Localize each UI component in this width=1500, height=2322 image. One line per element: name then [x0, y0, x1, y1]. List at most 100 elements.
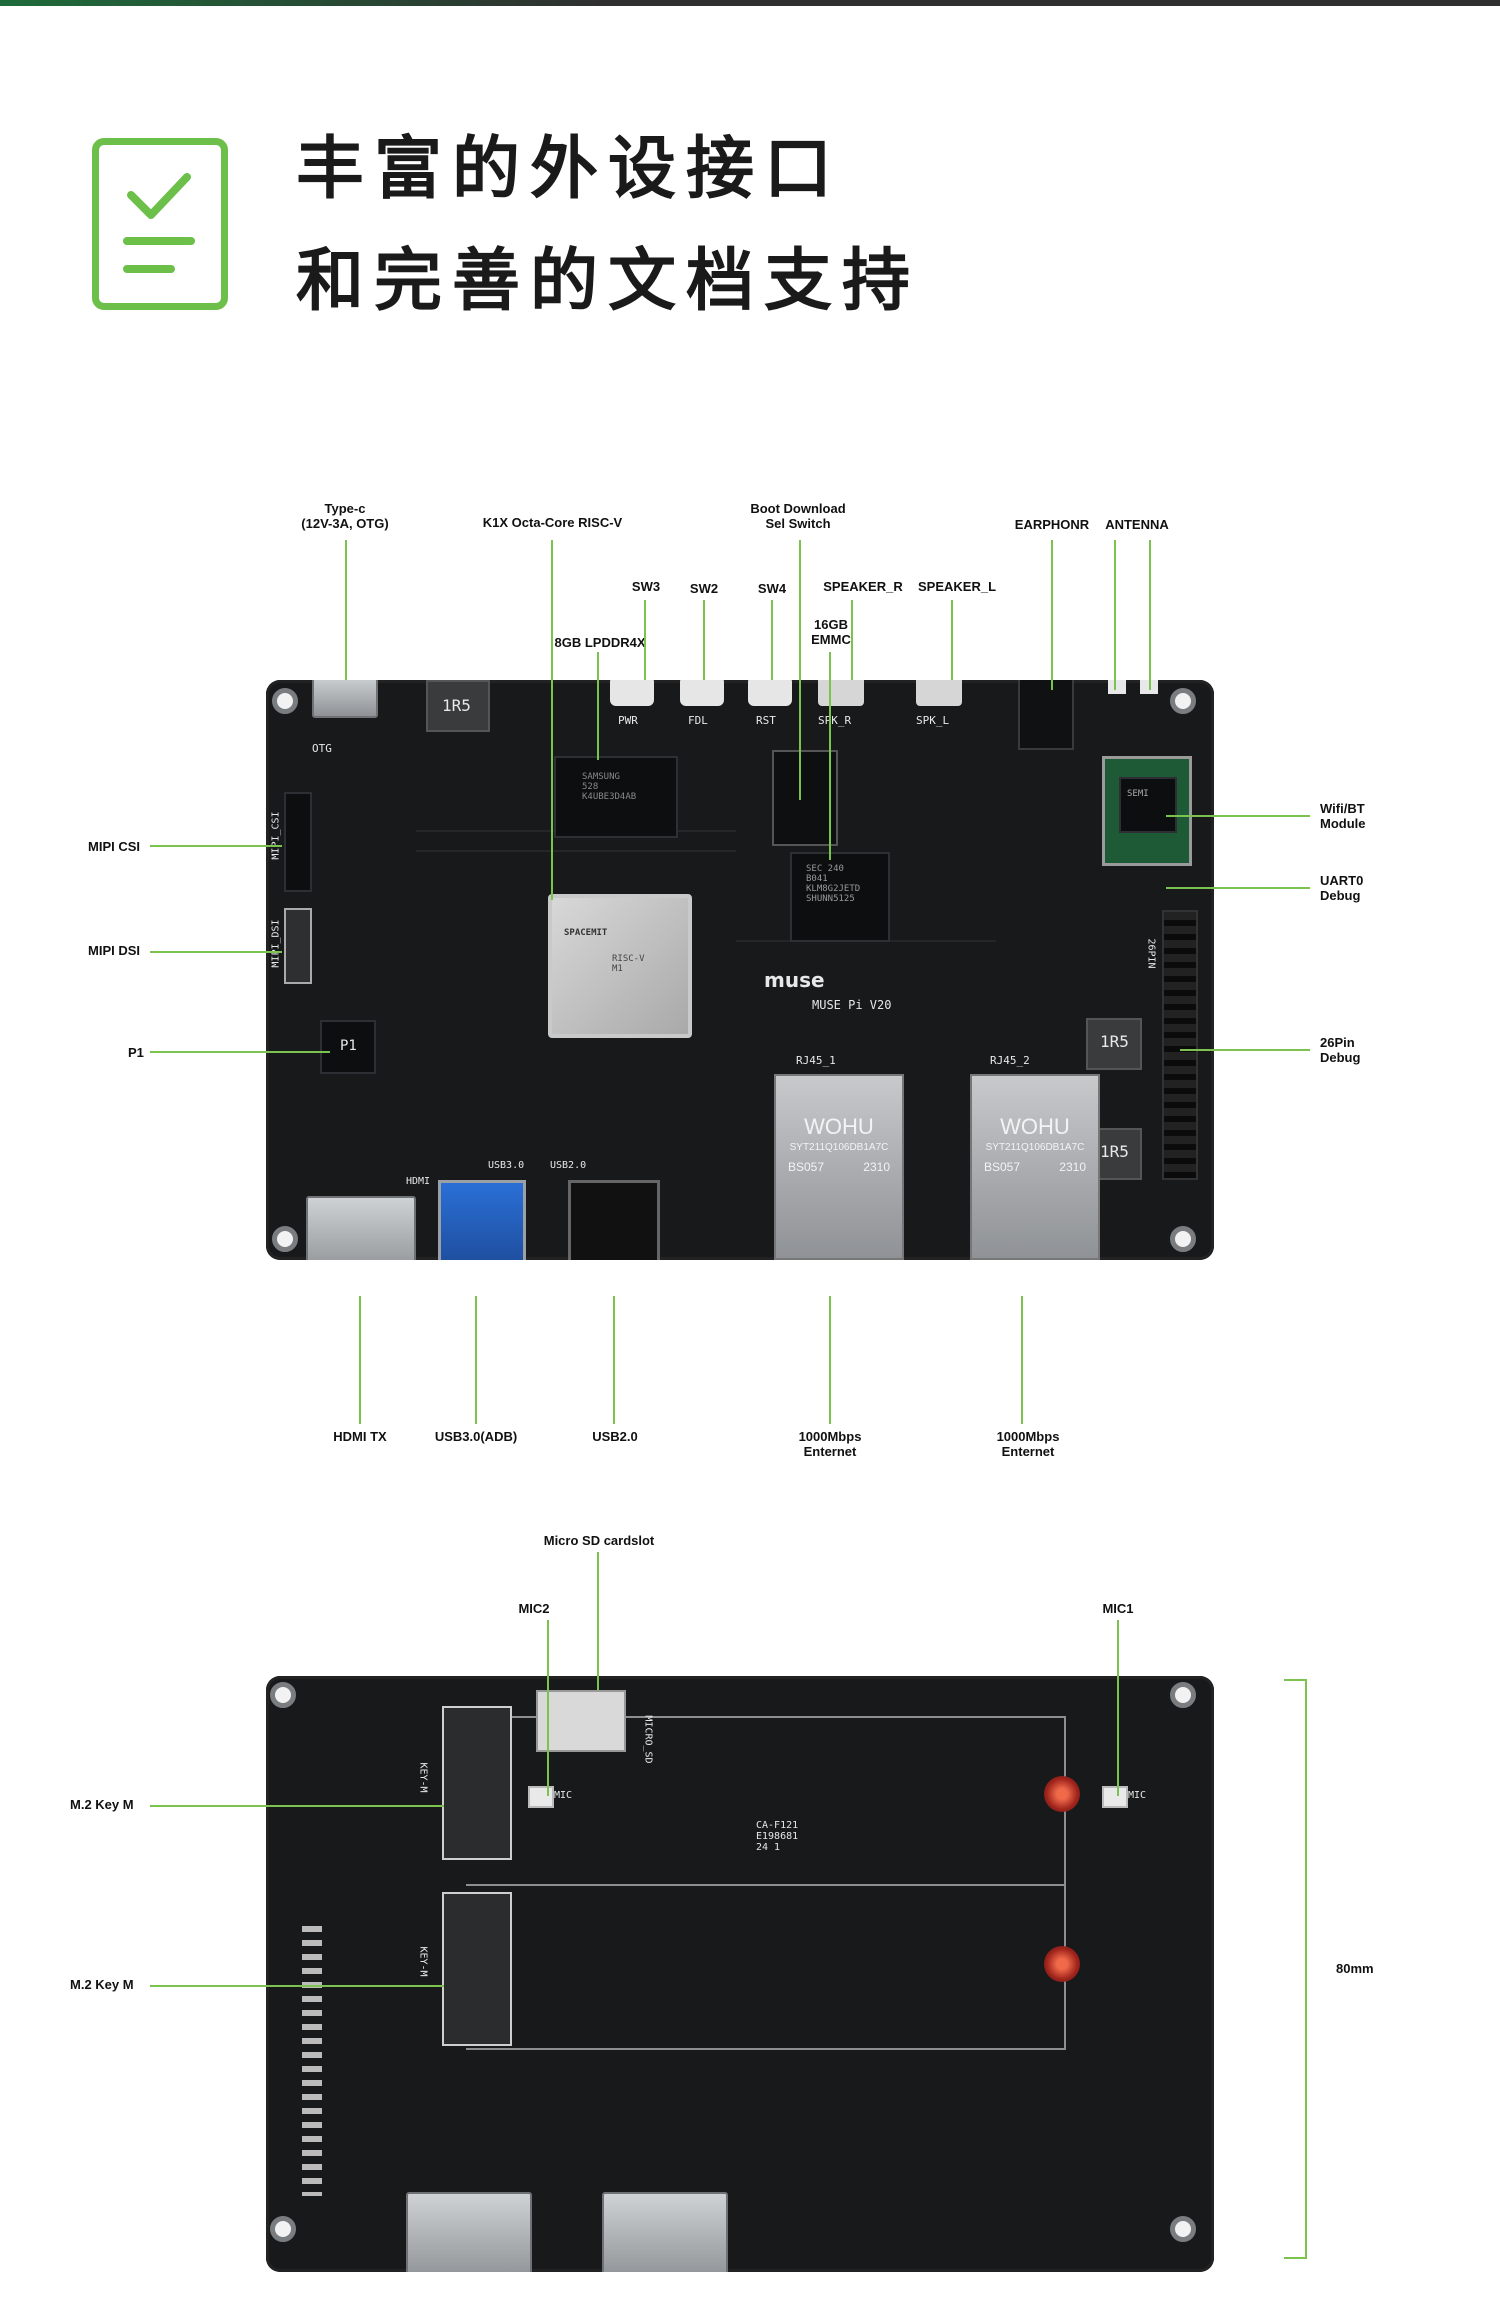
label-speaker-r: SPEAKER_R	[823, 579, 903, 594]
silk-model: MUSE Pi V20	[812, 998, 892, 1012]
mipi-dsi-connector	[284, 908, 312, 984]
label-earphone: EARPHONR	[1014, 517, 1090, 532]
sw2-button	[680, 680, 724, 706]
mounting-hole	[270, 1682, 296, 1708]
rj45-part: SYT211Q106DB1A7C	[789, 1142, 889, 1153]
silk-otg: OTG	[312, 742, 332, 755]
k1x-soc-chip: SPACEMIT RISC-V M1	[548, 894, 692, 1038]
hdmi-port	[306, 1196, 416, 1260]
label-mipi-csi: MIPI CSI	[88, 839, 141, 854]
mounting-hole	[1170, 1682, 1196, 1708]
silk-inductor: 1R5	[1100, 1142, 1129, 1161]
silk-usb3: USB3.0	[488, 1160, 525, 1171]
mic1-pad	[1102, 1786, 1128, 1808]
header-title-line2: 和完善的文档支持	[296, 242, 921, 321]
label-boot-switch: Boot Download Sel Switch	[750, 501, 846, 531]
label-p1: P1	[128, 1045, 144, 1060]
silk-ddr: SAMSUNG 528 K4UBE3D4AB	[582, 772, 637, 802]
silk-inductor: 1R5	[1100, 1032, 1129, 1051]
silk-wifi: SEMI	[1127, 789, 1149, 799]
silk-mipi-dsi: MIPI_DSI	[270, 919, 282, 968]
outline-line	[466, 1716, 1066, 1718]
label-antenna: ANTENNA	[1105, 517, 1169, 532]
label-eth-2: 1000Mbps Enternet	[996, 1429, 1060, 1459]
label-hdmi: HDMI TX	[333, 1429, 387, 1444]
rj45-port-2: WOHU SYT211Q106DB1A7C BS057 2310	[970, 1074, 1100, 1260]
silk-usb2: USB2.0	[550, 1160, 587, 1171]
label-uart: UART0 Debug	[1320, 873, 1364, 903]
silk-spk-l: SPK_L	[916, 714, 950, 727]
inductor	[426, 680, 490, 732]
silk-chip-model: RISC-V M1	[612, 954, 645, 974]
mounting-hole	[272, 1226, 298, 1252]
label-sw3: SW3	[631, 579, 661, 594]
micro-sd-slot	[536, 1690, 626, 1752]
label-k1x: K1X Octa-Core RISC-V	[482, 515, 623, 530]
top-accent-bar	[0, 0, 1500, 6]
mipi-csi-connector	[284, 792, 312, 892]
26pin-header	[1162, 910, 1198, 1180]
label-emmc: 16GB EMMC	[811, 617, 851, 647]
rj45-brand: WOHU	[1000, 1114, 1070, 1139]
rj45-code: BS057	[788, 1160, 825, 1174]
header-title-line1: 丰富的外设接口	[296, 130, 843, 209]
outline-line	[466, 2048, 1066, 2050]
silk-fdl: FDL	[688, 714, 708, 727]
silk-inductor: 1R5	[442, 696, 471, 715]
checklist-icon	[92, 138, 228, 310]
pcb-trace	[416, 850, 736, 852]
pin-row	[302, 1926, 322, 2196]
label-wifi: Wifi/BT Module	[1320, 801, 1366, 831]
silk-keym: KEY-M	[417, 1762, 429, 1793]
outline-line	[466, 1884, 1066, 1886]
silk-spk-r: SPK_R	[818, 714, 852, 727]
lpddr4x-chip: SAMSUNG 528 K4UBE3D4AB	[554, 756, 678, 838]
m2-slot-2	[442, 1892, 512, 2046]
wifi-bt-module: SEMI	[1102, 756, 1192, 866]
silk-label-block: CA-F121 E198681 24 1	[756, 1820, 799, 1853]
silk-rj45-1: RJ45_1	[796, 1054, 836, 1067]
label-lpddr: 8GB LPDDR4X	[554, 635, 646, 650]
emmc-chip: SEC 240 B041 KLM8G2JETD SHUNN5125	[790, 852, 890, 942]
p1-chip: P1	[320, 1020, 376, 1074]
label-sw4: SW4	[757, 581, 787, 596]
silk-p1: P1	[340, 1038, 357, 1054]
boot-switch	[772, 750, 838, 846]
silk-hdmi: HDMI	[406, 1176, 431, 1187]
back-port	[602, 2192, 728, 2272]
silk-micro-sd: MICRO_SD	[642, 1715, 654, 1764]
antenna-connector	[1108, 680, 1126, 694]
label-sw2: SW2	[689, 581, 719, 596]
mounting-hole	[1170, 2216, 1196, 2242]
silk-spacemit: SPACEMIT	[564, 928, 608, 938]
usb3-port	[438, 1180, 526, 1260]
mounting-hole	[1170, 688, 1196, 714]
outline-line	[1064, 1716, 1066, 2050]
silk-keym: KEY-M	[417, 1946, 429, 1977]
sw4-button	[748, 680, 792, 706]
label-typec: Type-c (12V-3A, OTG)	[301, 501, 389, 531]
m2-slot-1	[442, 1706, 512, 1860]
label-m2-2: M.2 Key M	[70, 1977, 134, 1992]
silk-rj45-2: RJ45_2	[990, 1054, 1030, 1067]
silk-mipi-csi: MIPI_CSI	[270, 811, 282, 860]
rj45-brand: WOHU	[804, 1114, 874, 1139]
sw3-button	[610, 680, 654, 706]
label-eth-1: 1000Mbps Enternet	[798, 1429, 862, 1459]
label-mic1: MIC1	[1102, 1601, 1134, 1616]
silk-mic: MIC	[1128, 1790, 1147, 1801]
mounting-hole	[270, 2216, 296, 2242]
antenna-connector	[1140, 680, 1158, 694]
speaker-r-connector	[818, 680, 864, 706]
mic2-pad	[528, 1786, 554, 1808]
mounting-hole	[1170, 1226, 1196, 1252]
label-26pin: 26Pin Debug	[1320, 1035, 1361, 1065]
inductor	[1086, 1018, 1142, 1070]
label-mic2: MIC2	[518, 1601, 550, 1616]
label-mipi-dsi: MIPI DSI	[88, 943, 141, 958]
label-speaker-l: SPEAKER_L	[917, 579, 997, 594]
silk-rst: RST	[756, 714, 776, 727]
rj45-code: BS057	[984, 1160, 1021, 1174]
rj45-date: 2310	[1059, 1160, 1086, 1174]
front-board-image: OTG 1R5 PWR FDL RST SPK_R SPK_L SAMSUNG …	[266, 680, 1214, 1260]
